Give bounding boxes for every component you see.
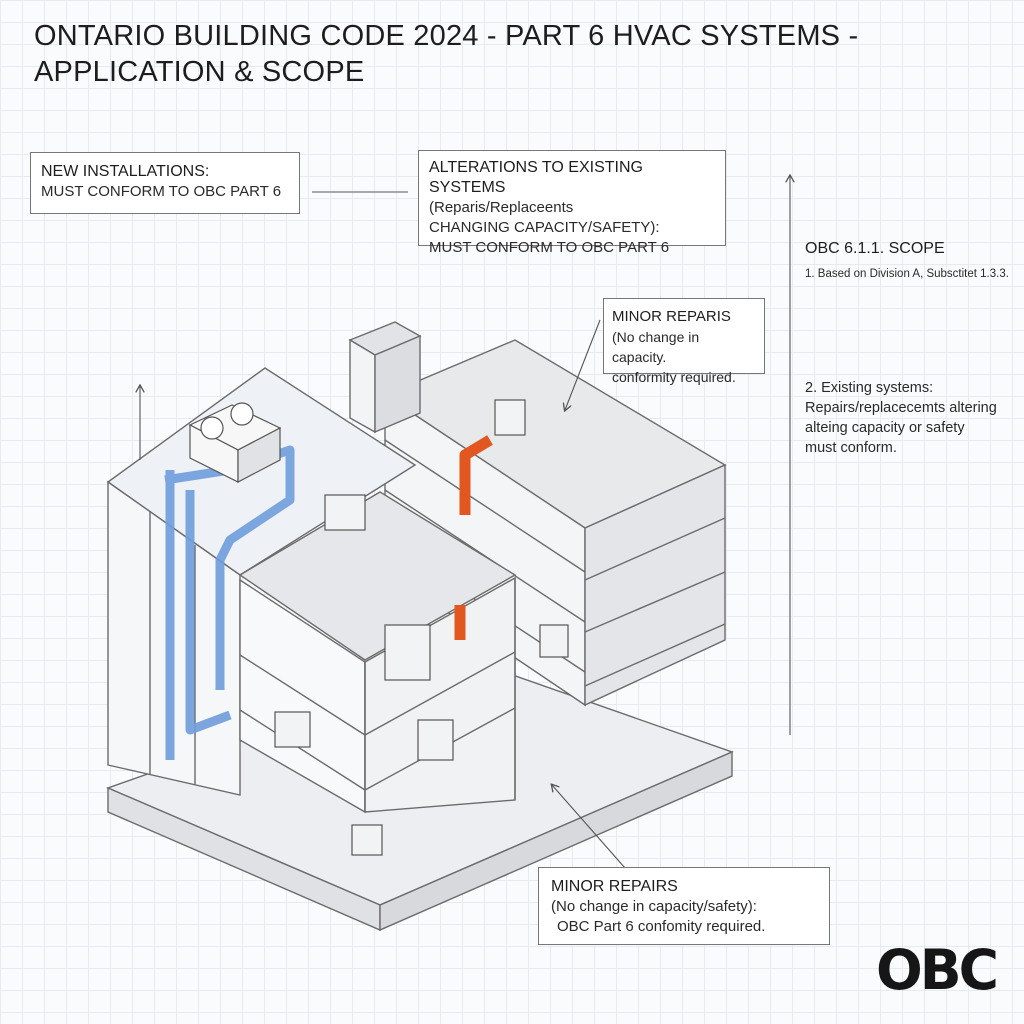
alterations-line-3: MUST CONFORM TO OBC PART 6 <box>429 239 670 256</box>
page-title: ONTARIO BUILDING CODE 2024 - PART 6 HVAC… <box>34 18 934 90</box>
exhaust-chimney <box>348 321 422 434</box>
callout-new-installations: NEW INSTALLATIONS: MUST CONFORM TO OBC P… <box>30 152 300 214</box>
alterations-line-2: CHANGING CAPACITY/SAFETY): <box>429 219 660 236</box>
return-duct-orange <box>454 435 493 640</box>
scope-item-2: 2. Existing systems: Repairs/replacecemt… <box>805 378 997 458</box>
leader-lines <box>140 176 790 869</box>
callout-minor-repairs-bottom: MINOR REPAIRS (No change in capacity/saf… <box>538 867 830 945</box>
alterations-heading: ALTERATIONS TO EXISTING SYSTEMS <box>429 159 643 196</box>
hvac-equipment-units <box>274 399 569 856</box>
title-line-2: APPLICATION & SCOPE <box>34 56 365 88</box>
scope-heading: OBC 6.1.1. SCOPE <box>805 240 945 257</box>
right-building <box>383 339 727 707</box>
minor-repairs-bottom-line-2: OBC Part 6 confomity required. <box>557 918 766 935</box>
scope-item-2-line-1: 2. Existing systems: <box>805 380 934 396</box>
scope-item-2-line-3: alteing capacity or safety <box>805 420 965 436</box>
new-installations-heading: NEW INSTALLATIONS: <box>41 163 210 180</box>
scope-item-2-line-2: Repairs/replacecemts altering <box>805 400 997 416</box>
minor-repairs-top-line-1: (No change in capacity. <box>612 329 700 365</box>
title-line-1: ONTARIO BUILDING CODE 2024 - PART 6 HVAC… <box>34 20 859 52</box>
callout-alterations: ALTERATIONS TO EXISTING SYSTEMS (Reparis… <box>418 150 726 256</box>
scope-item-1: 1. Based on Division A, Subsctitet 1.3.3… <box>805 268 1009 280</box>
rooftop-condenser-units <box>188 402 282 483</box>
middle-building <box>238 491 517 814</box>
new-installations-text: MUST CONFORM TO OBC PART 6 <box>41 183 282 200</box>
minor-repairs-top-line-2: conformity required. <box>612 369 736 385</box>
callout-minor-repairs-top: MINOR REPARIS (No change in capacity. co… <box>603 298 765 385</box>
scope-item-2-line-4: must conform. <box>805 440 897 456</box>
alterations-line-1: (Reparis/Replaceents <box>429 199 574 216</box>
obc-logo: OBC <box>876 938 999 1002</box>
minor-repairs-bottom-heading: MINOR REPAIRS <box>551 878 678 895</box>
minor-repairs-bottom-line-1: (No change in capacity/safety): <box>551 898 757 915</box>
minor-repairs-top-heading: MINOR REPARIS <box>612 308 731 325</box>
